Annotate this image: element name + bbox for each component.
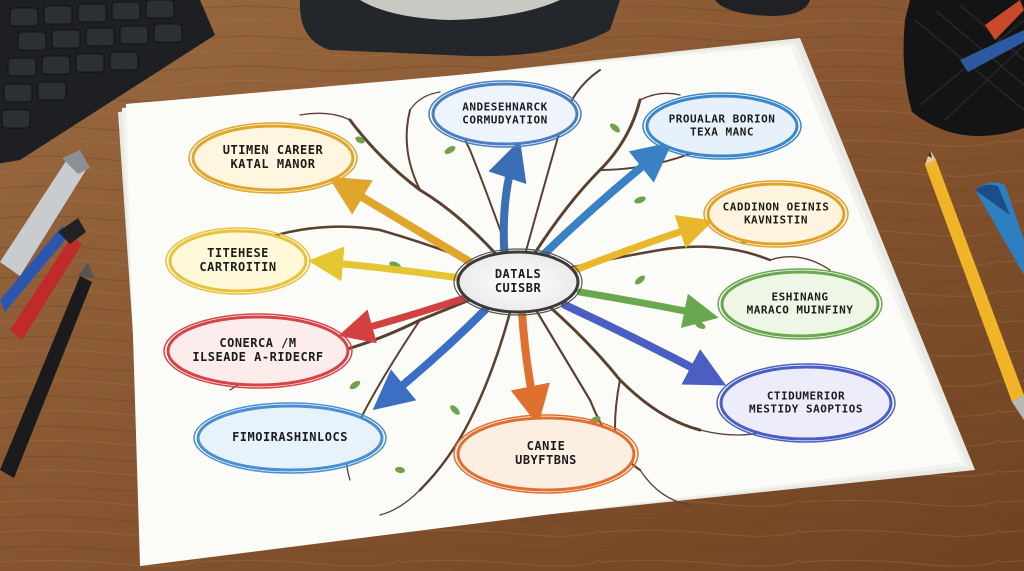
node-label-left-middle: CONERCA /M ILSEADE A-RIDECRF <box>192 336 324 364</box>
node-label-top-right: PROUALAR BORION TEXA MANC <box>668 112 776 138</box>
node-label-left-upper: TITEHESE CARTROITIN <box>199 246 277 274</box>
leaves <box>349 123 749 474</box>
node-ellipse-right-middle <box>720 270 880 338</box>
node-label-right-lower: CTIDUMERIOR MESTIDY SAOPTIOS <box>749 389 863 415</box>
node-label-left-lower: FIMOIRASHINLOCS <box>232 430 348 445</box>
desk-phone <box>299 0 810 57</box>
node-ellipse-top-center <box>431 82 579 146</box>
marker-right <box>975 182 1024 275</box>
node-label-top-left: UTIMEN CAREER KATAL MANOR <box>222 143 324 171</box>
node-ellipse-top-right <box>645 94 799 158</box>
node-ellipse-left-upper <box>168 229 308 293</box>
pencil-right <box>925 150 1024 420</box>
pens-left <box>0 150 94 478</box>
node-label-bottom-center: CANIE UBYFTBNS <box>515 439 577 467</box>
node-ellipses <box>163 80 896 494</box>
node-label-top-center: ANDESEHNARCK CORMUDYATION <box>462 100 548 126</box>
node-ellipse-left-middle <box>166 315 350 387</box>
node-ellipse-right-lower <box>719 365 893 441</box>
arrows <box>308 139 727 426</box>
node-ellipse-left-lower <box>196 404 384 472</box>
center-node-label: DATALS CUISBR <box>494 267 542 295</box>
center-node <box>453 248 583 316</box>
node-ellipse-top-left <box>191 124 355 192</box>
pen-holder <box>903 0 1024 137</box>
node-ellipse-bottom-center <box>456 416 636 492</box>
node-ellipse-right-upper <box>706 182 846 246</box>
node-label-right-middle: ESHINANG MARACO MUINFINY <box>746 290 854 316</box>
keyboard <box>0 0 215 164</box>
node-label-right-upper: CADDINON OEINIS KAVNISTIN <box>722 200 830 226</box>
